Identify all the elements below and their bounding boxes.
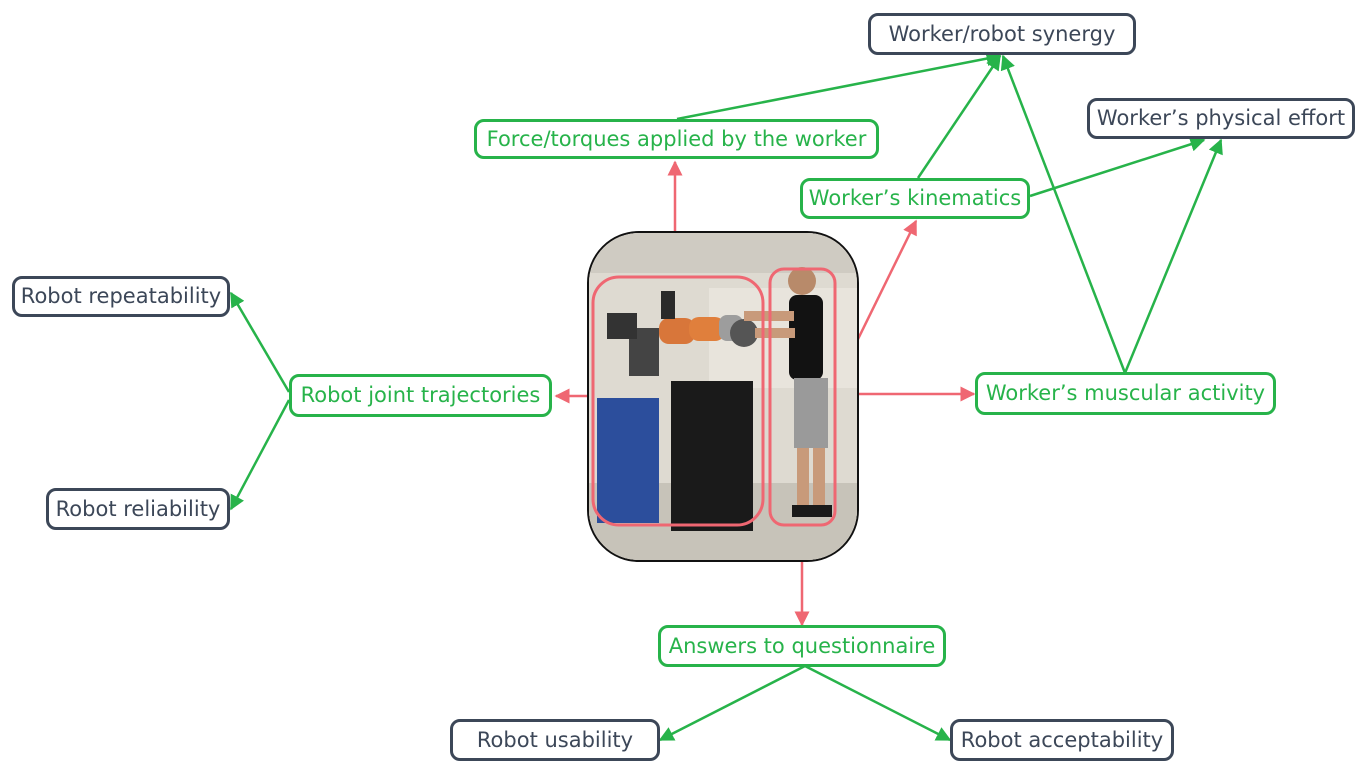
arrow-kinematics-to-effort bbox=[1029, 136, 1206, 198]
robot-repeatability-node: Robot repeatability bbox=[12, 276, 230, 317]
arrow-muscular-to-effort bbox=[1123, 138, 1223, 374]
arrow-questionnaire-to-usability bbox=[658, 664, 806, 742]
arrow-kinematics-to-synergy bbox=[916, 54, 1002, 179]
worker-kinematics-node: Worker’s kinematics bbox=[800, 178, 1030, 219]
answers-questionnaire-node: Answers to questionnaire bbox=[658, 625, 946, 667]
blue-drum bbox=[597, 398, 659, 523]
black-cabinet bbox=[671, 381, 753, 531]
worker-physical-effort-node: Worker’s physical effort bbox=[1087, 98, 1355, 139]
robot-joint-trajectories-node: Robot joint trajectories bbox=[289, 374, 552, 417]
worker-region bbox=[768, 267, 837, 527]
robot-arm bbox=[607, 291, 758, 376]
robot-worker-photo bbox=[587, 231, 859, 562]
arrow-questionnaire-to-acceptability bbox=[804, 664, 952, 742]
arrow-joint-to-repeatability bbox=[229, 291, 291, 393]
robot-usability-node: Robot usability bbox=[450, 719, 660, 761]
robot-region bbox=[591, 275, 765, 527]
arrow-muscular-to-synergy bbox=[1000, 54, 1127, 374]
robot-acceptability-node: Robot acceptability bbox=[950, 719, 1174, 761]
robot-reliability-node: Robot reliability bbox=[46, 488, 230, 530]
force-torques-node: Force/torques applied by the worker bbox=[474, 119, 879, 159]
worker-muscular-activity-node: Worker’s muscular activity bbox=[975, 372, 1276, 415]
arrow-joint-to-reliability bbox=[229, 399, 291, 511]
arrow-force-to-synergy bbox=[676, 51, 1002, 121]
worker-robot-synergy-node: Worker/robot synergy bbox=[868, 13, 1136, 55]
